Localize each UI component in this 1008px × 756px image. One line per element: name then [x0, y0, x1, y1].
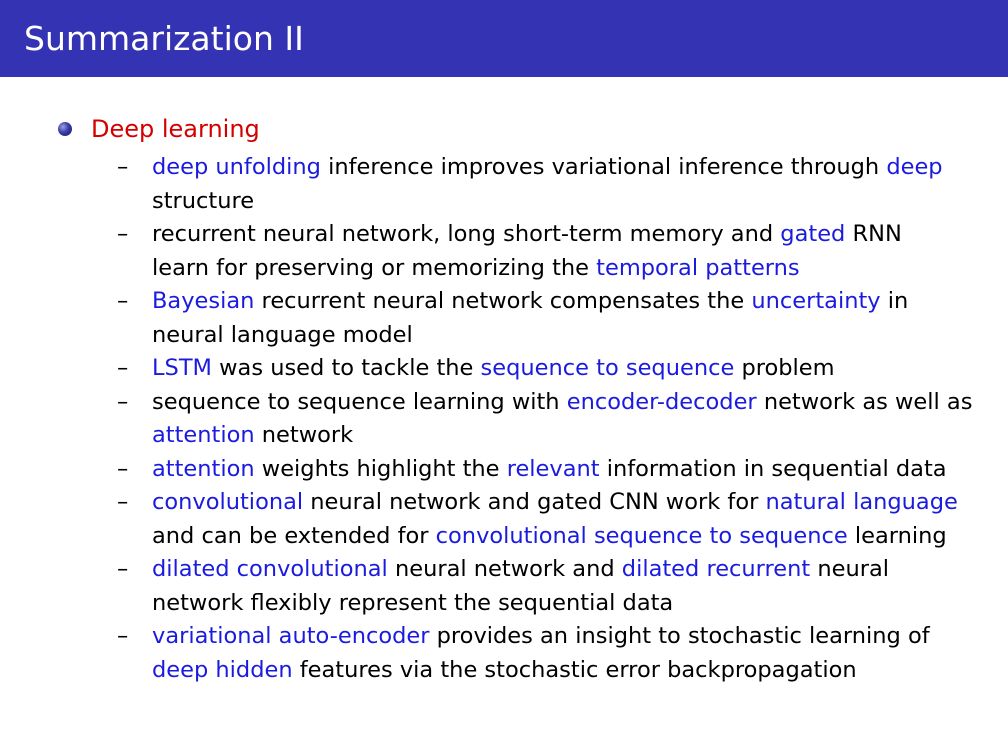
dash-bullet: –: [117, 623, 129, 649]
dash-bullet: –: [117, 154, 129, 180]
highlighted-term: natural language: [765, 489, 958, 515]
body-text: features via the stochastic error backpr…: [292, 656, 857, 683]
body-text: neural network and: [387, 556, 622, 582]
section-bullet-icon: [58, 122, 72, 136]
list-item: –dilated convolutional neural network an…: [0, 553, 1008, 620]
body-text: neural network and gated CNN work for: [303, 489, 766, 515]
dash-bullet: –: [117, 455, 129, 482]
body-text: RNN: [845, 221, 902, 247]
list-item-line: variational auto-encoder provides an ins…: [152, 620, 988, 654]
list-item: –Bayesian recurrent neural network compe…: [0, 285, 1008, 352]
bullet-list: –deep unfolding inference improves varia…: [0, 151, 1008, 687]
dash-bullet: –: [117, 355, 129, 381]
list-item-line: Bayesian recurrent neural network compen…: [152, 285, 988, 319]
list-item-line: convolutional neural network and gated C…: [152, 486, 988, 520]
list-item: –sequence to sequence learning with enco…: [0, 386, 1008, 453]
body-text: and can be extended for: [152, 522, 436, 549]
list-item-line: dilated convolutional neural network and…: [152, 553, 988, 587]
highlighted-term: LSTM: [152, 355, 212, 381]
list-item-line: sequence to sequence learning with encod…: [152, 386, 988, 420]
list-item-line: recurrent neural network, long short-ter…: [152, 218, 988, 252]
highlighted-term: Bayesian: [152, 288, 255, 314]
list-item-line: and can be extended for convolutional se…: [152, 520, 988, 554]
list-item: –deep unfolding inference improves varia…: [0, 151, 1008, 218]
highlighted-term: encoder-decoder: [566, 388, 757, 415]
highlighted-term: relevant: [506, 455, 600, 482]
dash-bullet: –: [117, 489, 129, 515]
list-item: –LSTM was used to tackle the sequence to…: [0, 352, 1008, 386]
body-text: recurrent neural network, long short-ter…: [152, 221, 781, 247]
body-text: neural: [810, 556, 890, 582]
list-item-line: attention network: [152, 419, 988, 453]
highlighted-term: convolutional sequence to sequence: [435, 522, 848, 549]
highlighted-term: dilated recurrent: [621, 556, 811, 582]
dash-bullet: –: [117, 388, 129, 415]
list-item-line: attention weights highlight the relevant…: [152, 453, 988, 487]
body-text: network as well as: [756, 388, 973, 415]
list-item-line: deep hidden features via the stochastic …: [152, 654, 988, 688]
dash-bullet: –: [117, 288, 129, 314]
body-text: in: [880, 288, 909, 314]
highlighted-term: deep: [886, 154, 943, 180]
dash-bullet: –: [117, 221, 129, 247]
list-item: –recurrent neural network, long short-te…: [0, 218, 1008, 285]
highlighted-term: temporal patterns: [596, 254, 800, 281]
list-item: –variational auto-encoder provides an in…: [0, 620, 1008, 687]
highlighted-term: gated: [780, 221, 846, 247]
highlighted-term: deep unfolding: [152, 154, 321, 180]
list-item: –attention weights highlight the relevan…: [0, 453, 1008, 487]
highlighted-term: uncertainty: [751, 288, 881, 314]
list-item-line: neural language model: [152, 319, 988, 353]
highlighted-term: attention: [152, 455, 255, 482]
body-text: provides an insight to stochastic learni…: [429, 623, 930, 649]
title-bar: Summarization II: [0, 0, 1008, 77]
body-text: problem: [734, 355, 835, 381]
body-text: information in sequential data: [599, 455, 947, 482]
slide-title: Summarization II: [24, 19, 304, 58]
highlighted-term: dilated convolutional: [152, 556, 388, 582]
highlighted-term: deep hidden: [152, 656, 293, 683]
body-text: sequence to sequence learning with: [152, 388, 567, 415]
list-item-line: network flexibly represent the sequentia…: [152, 587, 988, 621]
body-text: inference improves variational inference…: [320, 154, 887, 180]
list-item-line: LSTM was used to tackle the sequence to …: [152, 352, 988, 386]
section-heading: Deep learning: [91, 115, 260, 143]
highlighted-term: variational auto-encoder: [152, 623, 430, 649]
body-text: network: [254, 422, 354, 448]
highlighted-term: sequence to sequence: [480, 355, 735, 381]
body-text: recurrent neural network compensates the: [254, 288, 752, 314]
dash-bullet: –: [117, 556, 129, 582]
body-text: structure: [152, 187, 255, 214]
highlighted-term: attention: [152, 422, 255, 448]
list-item-line: structure: [152, 185, 988, 219]
highlighted-term: convolutional: [152, 489, 304, 515]
list-item-line: learn for preserving or memorizing the t…: [152, 252, 988, 286]
body-text: weights highlight the: [254, 455, 507, 482]
body-text: learning: [847, 522, 947, 549]
body-text: was used to tackle the: [211, 355, 481, 381]
body-text: learn for preserving or memorizing the: [152, 254, 597, 281]
list-item-line: deep unfolding inference improves variat…: [152, 151, 988, 185]
body-text: neural language model: [152, 321, 413, 348]
list-item: –convolutional neural network and gated …: [0, 486, 1008, 553]
body-text: network flexibly represent the sequentia…: [152, 589, 674, 616]
